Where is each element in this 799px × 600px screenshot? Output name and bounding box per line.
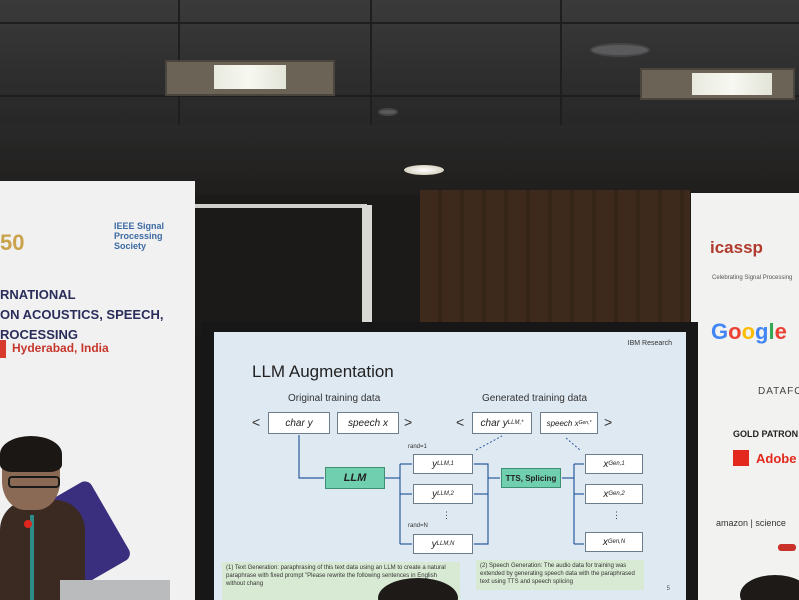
- laptop: [60, 580, 170, 600]
- angle-left: <: [456, 414, 465, 430]
- box-sub: LLM,2: [437, 491, 454, 497]
- speaker-hair: [0, 436, 62, 472]
- ceiling-seam: [370, 0, 372, 125]
- ellipsis: ⋮: [612, 510, 621, 520]
- rand-1-label: rand=1: [408, 444, 427, 450]
- box-sub: LLM,*: [507, 420, 524, 426]
- ceiling-vent: [590, 43, 650, 57]
- dotted-arrow: [475, 435, 503, 451]
- connector-line: [298, 435, 324, 479]
- speaker-lanyard: [30, 515, 34, 600]
- title-line: ON ACOUSTICS, SPEECH,: [0, 307, 164, 322]
- light-panel: [214, 65, 286, 89]
- ieee-logo-text: IEEE Signal Processing Society: [114, 221, 165, 251]
- box-llm: LLM: [325, 467, 385, 489]
- speaker-glasses: [8, 476, 60, 488]
- title-line: RNATIONAL: [0, 287, 76, 302]
- adobe-icon: [733, 450, 749, 466]
- ceiling-light: [165, 60, 335, 96]
- box-sub: Gen,*: [578, 420, 592, 426]
- pillar: [362, 205, 372, 325]
- connector-line: [474, 463, 489, 545]
- box-text: speech x: [546, 418, 579, 428]
- light-panel: [692, 73, 772, 95]
- rail: [192, 204, 367, 208]
- slide-screen: IBM Research LLM Augmentation Original t…: [214, 332, 686, 600]
- amazon-science-logo: amazon | science: [716, 518, 786, 528]
- icassp-subtitle: Celebrating Signal Processing: [712, 275, 793, 281]
- fifty-logo: 50: [0, 230, 25, 255]
- box-char-y: char y: [268, 412, 330, 434]
- location-marker: [0, 340, 6, 358]
- adobe-logo: Adobe: [756, 451, 797, 466]
- sponsor-logo: [778, 544, 796, 551]
- title-line: ROCESSING: [0, 327, 79, 342]
- generated-heading: Generated training data: [482, 393, 588, 404]
- angle-right: >: [404, 414, 413, 430]
- box-text: x: [603, 458, 609, 470]
- ceiling-light: [640, 68, 795, 100]
- google-logo: Google: [711, 319, 787, 344]
- diagram-connectors: [298, 435, 584, 545]
- box-text: y: [432, 488, 438, 500]
- ceiling-seam: [560, 0, 562, 125]
- original-heading: Original training data: [288, 393, 381, 404]
- rand-n-label: rand=N: [408, 523, 428, 529]
- box-speech-x: speech x: [337, 412, 399, 434]
- page-number: 5: [666, 586, 670, 592]
- box-sub: LLM,N: [436, 541, 455, 547]
- audience-head: [378, 578, 458, 600]
- datafo-logo: DATAFO: [758, 386, 799, 397]
- microphone-icon: [24, 520, 32, 528]
- right-banner: [691, 193, 799, 600]
- ellipsis: ⋮: [442, 510, 451, 520]
- conference-title: RNATIONAL ON ACOUSTICS, SPEECH, ROCESSIN…: [0, 285, 195, 345]
- ibm-research-label: IBM Research: [627, 340, 672, 347]
- angle-right: >: [604, 414, 613, 430]
- box-tts-splicing: TTS, Splicing: [501, 468, 561, 488]
- dotted-arrow: [565, 437, 581, 451]
- box-sub: Gen,2: [608, 491, 625, 497]
- box-sub: Gen,1: [608, 461, 625, 467]
- box-text: y: [432, 458, 438, 470]
- location-text: Hyderabad, India: [12, 341, 109, 355]
- box-text: y: [431, 538, 437, 550]
- gold-patron-label: GOLD PATRON: [733, 429, 799, 439]
- icassp-logo: icassp: [710, 238, 763, 257]
- ceiling-seam: [0, 22, 799, 24]
- ceiling-vent: [378, 108, 398, 116]
- box-text: char y: [480, 417, 508, 429]
- box-sub: Gen,N: [607, 539, 626, 545]
- slide-title: LLM Augmentation: [252, 362, 394, 381]
- spot-light: [404, 165, 444, 175]
- box-text: x: [602, 536, 608, 548]
- note-speech-generation: (2) Speech Generation: The audio data fo…: [476, 560, 644, 590]
- box-text: x: [603, 488, 609, 500]
- angle-left: <: [252, 414, 261, 430]
- ceiling-seam: [0, 95, 799, 97]
- wood-panel: [420, 190, 690, 340]
- box-sub: LLM,1: [437, 461, 454, 467]
